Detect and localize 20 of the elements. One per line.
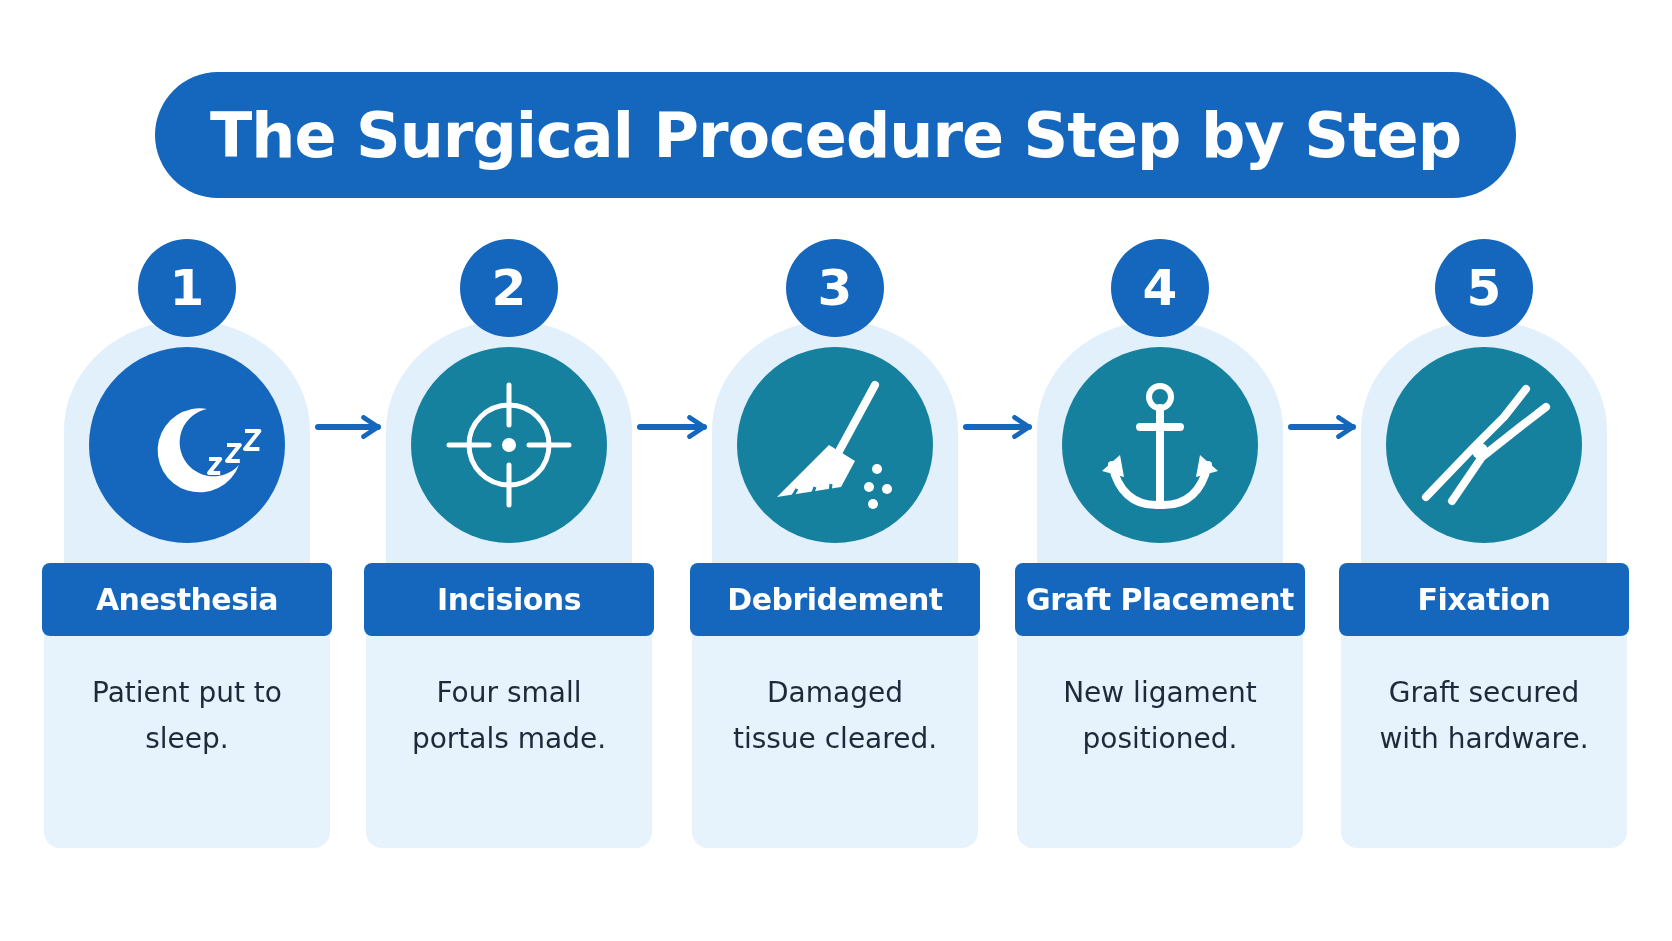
step-title: Graft Placement (1015, 563, 1305, 636)
step-number: 1 (138, 239, 236, 337)
step-description: Graft secured with hardware. (1378, 675, 1590, 757)
step-number: 2 (460, 239, 558, 337)
step-number: 4 (1111, 239, 1209, 337)
step-number: 3 (786, 239, 884, 337)
step-description: Damaged tissue cleared. (731, 675, 939, 757)
title-banner: The Surgical Procedure Step by Step (155, 72, 1516, 198)
arrow (1288, 415, 1356, 439)
arrow (315, 415, 381, 439)
step-title: Incisions (364, 563, 654, 636)
step-title: Fixation (1339, 563, 1629, 636)
step-number: 5 (1435, 239, 1533, 337)
arrow (963, 415, 1032, 439)
step-title: Anesthesia (42, 563, 332, 636)
step-title: Debridement (690, 563, 980, 636)
arrow (637, 415, 707, 439)
step-description: New ligament positioned. (1062, 675, 1258, 757)
step-description: Four small portals made. (410, 675, 608, 757)
step-description: Patient put to sleep. (91, 675, 283, 757)
